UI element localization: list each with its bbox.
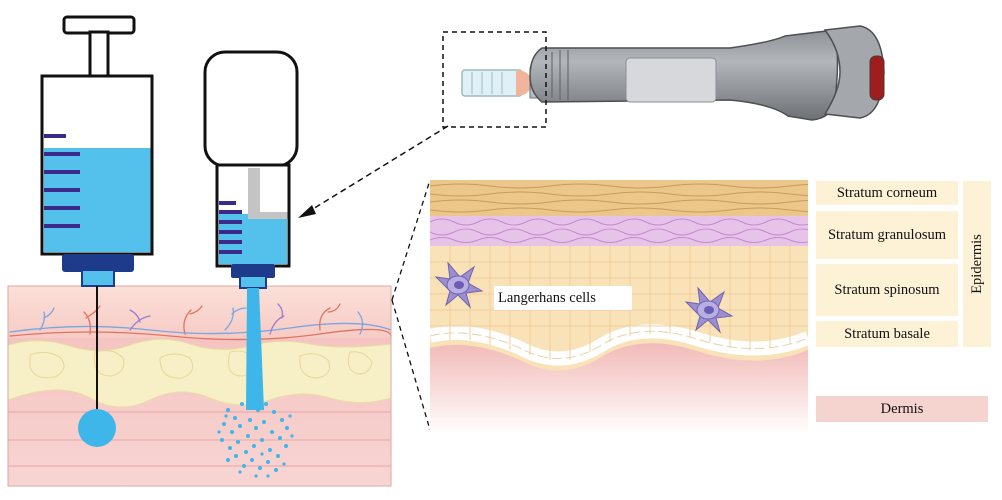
epidermis-label-text: Epidermis — [969, 233, 986, 294]
layer-label-boxes — [816, 181, 991, 422]
zoom-arrow — [298, 125, 449, 218]
dermis-label: Dermis — [880, 401, 924, 417]
skin-cross-section — [7, 285, 392, 487]
stratum-basale-label: Stratum basale — [844, 326, 930, 342]
langerhans-cells-label: Langerhans cells — [498, 290, 596, 306]
needle-free-injector-icon — [203, 50, 299, 478]
langerhans-cell-icon — [684, 286, 734, 334]
syringe-scale — [44, 134, 80, 228]
stratum-corneum-label: Stratum corneum — [836, 185, 938, 201]
skin-zoom-lines — [391, 179, 431, 431]
stratum-granulosum-label: Stratum granulosum — [827, 227, 946, 243]
dispersed-droplets — [217, 402, 294, 478]
blood-vessels — [9, 303, 392, 341]
fat-cells — [29, 350, 373, 379]
langerhans-label-bg — [494, 286, 632, 310]
injector-scale — [219, 201, 242, 254]
epidermis-layers — [430, 178, 808, 433]
syringe-icon — [40, 15, 154, 447]
injector-pen-icon — [461, 25, 885, 121]
langerhans-cell-icon — [434, 261, 484, 309]
stratum-spinosum-label: Stratum spinosum — [834, 282, 940, 298]
epidermis-label: Epidermis — [964, 181, 990, 346]
